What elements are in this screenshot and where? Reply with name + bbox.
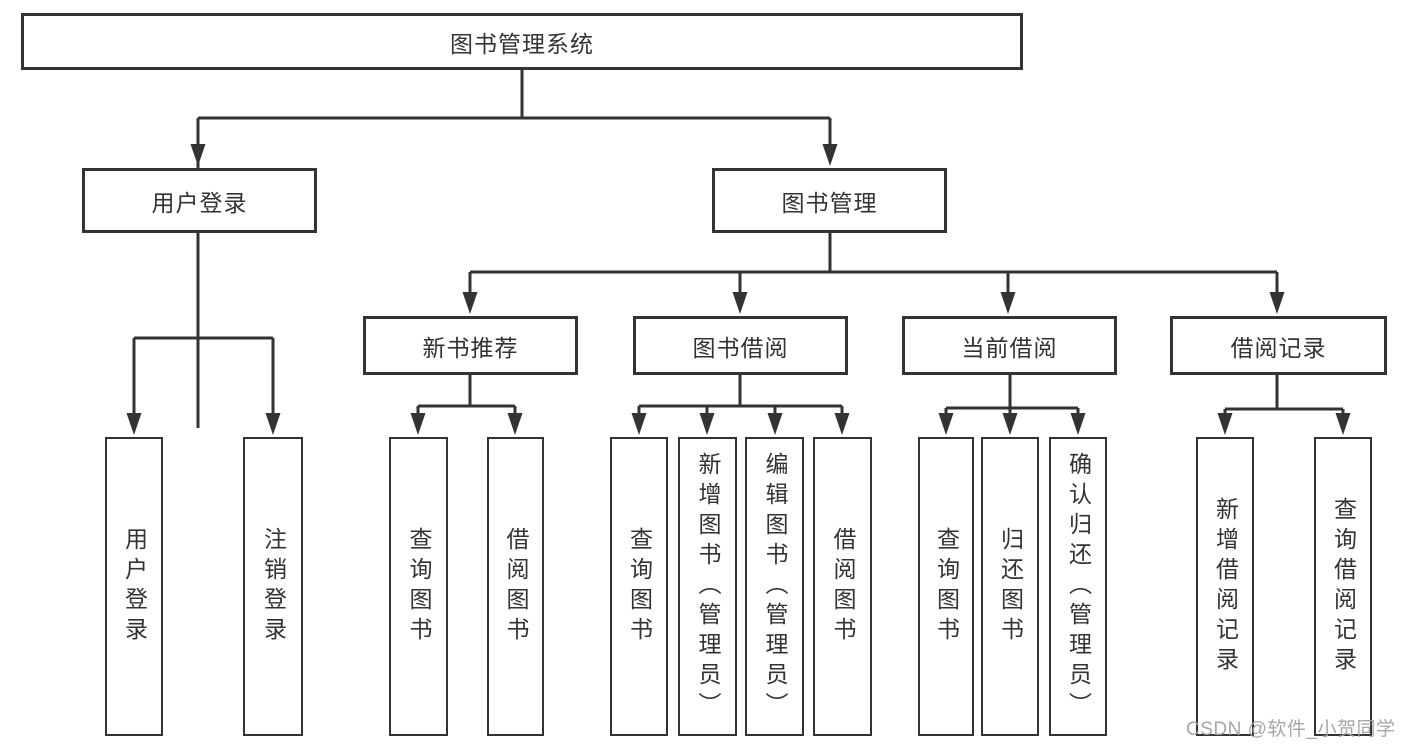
leaf-query-books-current: 查询图书 bbox=[918, 437, 974, 736]
leaf-add-books-admin: 新增图书（管理员） bbox=[678, 437, 737, 736]
node-current-borrow: 当前借阅 bbox=[902, 316, 1117, 375]
leaf-query-books-recommend-label: 查询图书 bbox=[406, 526, 432, 647]
node-book-management-branch: 图书管理 bbox=[712, 168, 947, 233]
node-book-borrow: 图书借阅 bbox=[633, 316, 848, 375]
node-new-book-recommend: 新书推荐 bbox=[363, 316, 578, 375]
leaf-query-books-current-label: 查询图书 bbox=[933, 526, 960, 647]
csdn-watermark: CSDN @软件_小贺同学 bbox=[1186, 719, 1396, 740]
leaf-logout-label: 注销登录 bbox=[260, 526, 287, 647]
arrowheads bbox=[126, 144, 1351, 435]
node-user-login-label: 用户登录 bbox=[151, 189, 248, 216]
leaf-return-books: 归还图书 bbox=[981, 437, 1039, 736]
leaf-logout: 注销登录 bbox=[243, 437, 303, 736]
leaf-borrow-books-recommend: 借阅图书 bbox=[487, 437, 544, 736]
node-new-book-recommend-label: 新书推荐 bbox=[422, 334, 519, 361]
leaf-confirm-return-admin-label: 确认归还（管理员） bbox=[1065, 451, 1092, 722]
leaf-add-borrow-record: 新增借阅记录 bbox=[1196, 437, 1254, 736]
node-borrow-records: 借阅记录 bbox=[1170, 316, 1387, 375]
leaf-user-login: 用户登录 bbox=[105, 437, 163, 736]
leaf-query-books-borrow-label: 查询图书 bbox=[626, 526, 653, 647]
node-root-system: 图书管理系统 bbox=[21, 13, 1023, 70]
leaf-confirm-return-admin: 确认归还（管理员） bbox=[1049, 437, 1107, 736]
leaf-borrow-books: 借阅图书 bbox=[813, 437, 872, 736]
leaf-query-books-recommend: 查询图书 bbox=[389, 437, 448, 736]
node-user-login-branch: 用户登录 bbox=[82, 168, 317, 233]
leaf-return-books-label: 归还图书 bbox=[997, 526, 1024, 647]
leaf-borrow-books-label: 借阅图书 bbox=[830, 526, 856, 647]
leaf-query-borrow-record: 查询借阅记录 bbox=[1314, 437, 1372, 736]
leaf-add-borrow-record-label: 新增借阅记录 bbox=[1212, 496, 1239, 677]
node-book-management-label: 图书管理 bbox=[781, 189, 878, 216]
leaf-add-books-admin-label: 新增图书（管理员） bbox=[695, 451, 721, 722]
node-current-borrow-label: 当前借阅 bbox=[961, 334, 1058, 361]
leaf-query-borrow-record-label: 查询借阅记录 bbox=[1330, 496, 1357, 677]
leaf-user-login-label: 用户登录 bbox=[121, 526, 148, 647]
leaf-edit-books-admin-label: 编辑图书（管理员） bbox=[762, 451, 788, 722]
node-book-borrow-label: 图书借阅 bbox=[692, 334, 789, 361]
leaf-borrow-books-recommend-label: 借阅图书 bbox=[503, 526, 529, 647]
leaf-query-books-borrow: 查询图书 bbox=[610, 437, 668, 736]
node-root-label: 图书管理系统 bbox=[450, 30, 594, 57]
leaf-edit-books-admin: 编辑图书（管理员） bbox=[745, 437, 804, 736]
node-borrow-records-label: 借阅记录 bbox=[1230, 334, 1327, 361]
